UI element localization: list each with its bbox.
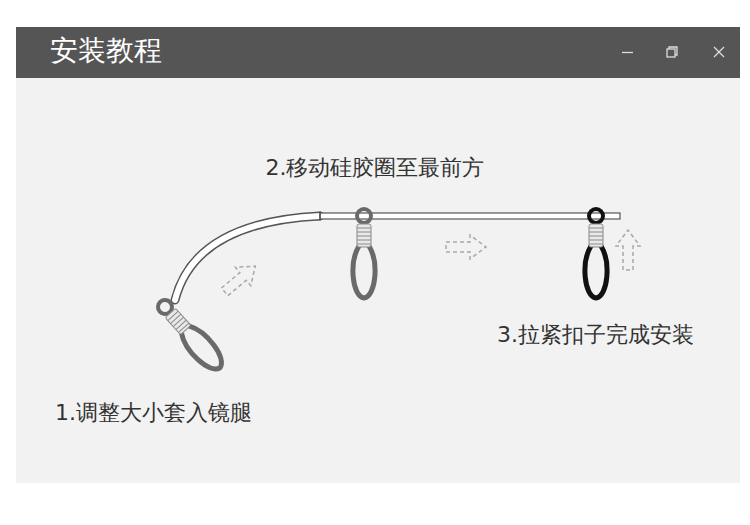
silicone-loop: [152, 294, 228, 375]
step-label: 1.调整大小套入镜腿: [55, 400, 252, 426]
title-bar: [16, 27, 740, 78]
window-title: 安装教程: [50, 34, 162, 68]
silicone-loop: [353, 209, 375, 298]
eyeglass-temple: [175, 212, 620, 301]
step-label: 3.拉紧扣子完成安装: [497, 322, 694, 348]
window-body: [16, 78, 740, 483]
window-controls: [622, 47, 724, 57]
direction-arrow: [616, 230, 640, 270]
direction-arrow: [446, 235, 486, 259]
direction-arrow: [217, 257, 263, 301]
step-label: 2.移动硅胶圈至最前方: [266, 155, 485, 181]
silicone-loop: [585, 209, 607, 298]
